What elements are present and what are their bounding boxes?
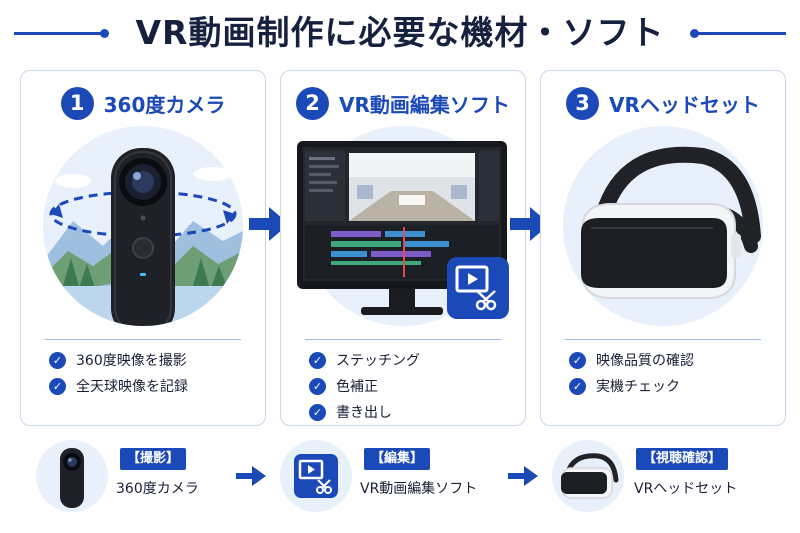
step-title: VR動画編集ソフト (339, 92, 510, 117)
360-camera-illustration (43, 126, 243, 326)
flow-thumb-headset (552, 440, 624, 512)
vr-headset-illustration (563, 126, 763, 326)
check-text: 映像品質の確認 (596, 353, 694, 369)
step-panel-camera: 1 360度カメラ (20, 70, 266, 426)
step-number-badge: 3 (566, 86, 600, 120)
step-number-badge: 2 (296, 86, 330, 120)
vr-headset-icon (561, 453, 619, 499)
editing-software-icon (297, 141, 509, 319)
check-text: 色補正 (336, 379, 378, 395)
title-rule-right (694, 32, 786, 35)
check-icon: ✓ (309, 403, 326, 421)
check-item: ✓ 全天球映像を記録 (49, 373, 188, 399)
360-camera-icon (60, 448, 84, 508)
check-item: ✓ 実機チェック (569, 373, 694, 399)
check-text: 360度映像を撮影 (76, 353, 187, 369)
step-panel-headset: 3 VRヘッドセット ✓ 映像品質の確認 ✓ 実機チェック (540, 70, 786, 426)
editing-software-icon (294, 454, 338, 498)
check-icon: ✓ (309, 351, 326, 369)
step-title: VRヘッドセット (609, 92, 760, 117)
flow-tag: 【視聴確認】 (636, 448, 729, 470)
step-number-badge: 1 (60, 86, 94, 120)
check-list: ✓ 映像品質の確認 ✓ 実機チェック (569, 347, 694, 399)
vr-headset-icon (581, 146, 761, 299)
check-list: ✓ 360度映像を撮影 ✓ 全天球映像を記録 (49, 347, 188, 399)
flow-name: VR動画編集ソフト (360, 481, 478, 497)
step-header: 2 VR動画編集ソフト (281, 85, 525, 121)
step-title: 360度カメラ (103, 92, 226, 117)
check-icon: ✓ (309, 377, 326, 395)
panel-divider (45, 339, 241, 340)
check-item: ✓ 360度映像を撮影 (49, 347, 188, 373)
flow-arrow-icon (249, 207, 289, 241)
check-icon: ✓ (569, 351, 586, 369)
360-camera-icon (43, 148, 243, 326)
flow-tag: 【編集】 (364, 448, 431, 470)
flow-name: 360度カメラ (116, 481, 199, 497)
flow-thumb-camera (36, 440, 108, 512)
step-header: 1 360度カメラ (21, 85, 265, 121)
check-icon: ✓ (49, 377, 66, 395)
flow-arrow-icon (236, 466, 266, 486)
check-item: ✓ 書き出し (309, 399, 420, 425)
flow-thumb-software (280, 440, 352, 512)
check-text: 全天球映像を記録 (76, 379, 188, 395)
check-item: ✓ 色補正 (309, 373, 420, 399)
title-rule-left (14, 32, 106, 35)
check-text: 実機チェック (596, 379, 680, 395)
page-title: VR動画制作に必要な機材・ソフト (135, 13, 665, 52)
panel-divider (565, 339, 761, 340)
check-icon: ✓ (569, 377, 586, 395)
flow-name: VRヘッドセット (634, 481, 738, 497)
flow-tag: 【撮影】 (120, 448, 187, 470)
check-item: ✓ 映像品質の確認 (569, 347, 694, 373)
check-icon: ✓ (49, 351, 66, 369)
title-dot-left (100, 29, 109, 38)
check-list: ✓ ステッチング ✓ 色補正 ✓ 書き出し (309, 347, 420, 425)
flow-arrow-icon (508, 466, 538, 486)
step-panel-software: 2 VR動画編集ソフト (280, 70, 526, 426)
step-header: 3 VRヘッドセット (541, 85, 785, 121)
panel-divider (305, 339, 501, 340)
check-text: 書き出し (336, 405, 392, 421)
check-item: ✓ ステッチング (309, 347, 420, 373)
check-text: ステッチング (336, 353, 420, 369)
